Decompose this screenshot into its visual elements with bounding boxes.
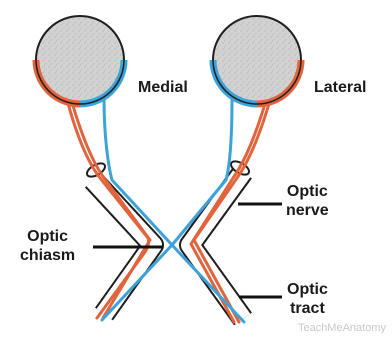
optic-nerve-label: Optic nerve [286, 182, 329, 220]
optic-chiasm-label-line2: chiasm [20, 246, 75, 265]
optic-tract-label: Optic tract [287, 280, 328, 318]
medial-label: Medial [138, 78, 188, 97]
optic-tract-label-line1: Optic [287, 280, 328, 299]
optic-chiasm-label-line1: Optic [20, 227, 75, 246]
lateral-label: Lateral [314, 78, 366, 97]
optic-chiasm-label: Optic chiasm [20, 227, 75, 265]
right-eyeball [213, 16, 301, 104]
optic-nerve-label-line1: Optic [286, 182, 329, 201]
left-eyeball [36, 16, 124, 104]
watermark: TeachMeAnatomy [298, 322, 386, 334]
optic-tract-label-line2: tract [287, 299, 328, 318]
optic-nerve-label-line2: nerve [286, 201, 329, 220]
